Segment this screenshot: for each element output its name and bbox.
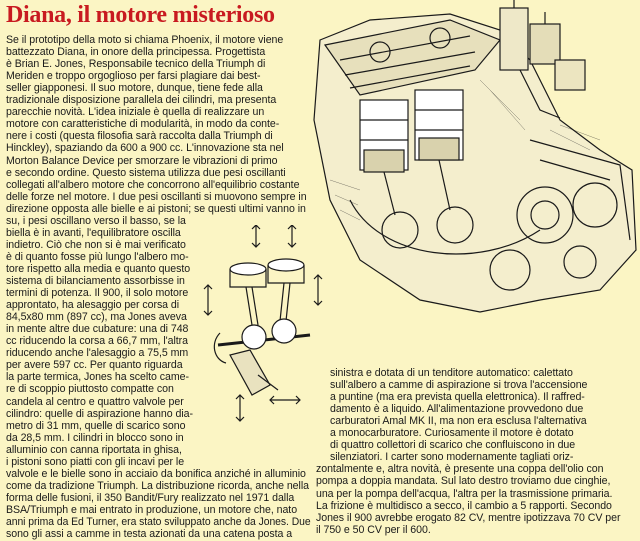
text-line: re di scoppio piuttosto compatte con	[6, 383, 174, 396]
text-line: è di quanto fosse più lungo l'albero mo-	[6, 250, 189, 263]
text-line: metro di 31 mm, quelle di scarico sono	[6, 419, 186, 432]
text-line: il 750 e 50 CV per il 600.	[316, 523, 431, 536]
text-line: termini di potenza. Il 900, il solo moto…	[6, 287, 189, 300]
text-line: Jones il 900 avrebbe erogato 82 CV, ment…	[316, 511, 621, 524]
text-line: anni prima da Ed Turner, era stato svilu…	[6, 516, 311, 528]
text-line: candela al centro e quattro valvole per	[6, 395, 184, 408]
text-line: alluminio con canna riportata in ghisa,	[6, 443, 182, 456]
text-line: cc riducendo la corsa a 66,7 mm, l'altra	[6, 335, 188, 348]
text-line: su, i pesi oscillano verso il basso, se …	[6, 214, 186, 227]
text-line: valvole e le bielle sono in acciaio da b…	[6, 467, 306, 480]
text-line: cilindro: quelle di aspirazione hanno di…	[6, 407, 193, 420]
text-line: a monocarburatore. Curiosamente il motor…	[330, 427, 574, 440]
text-line: tore rispetto alla media e quanto questo	[6, 262, 191, 275]
text-line: delle forze nel motore. I due pesi oscil…	[6, 190, 307, 203]
text-line: approntato, ha alesaggio per corsa di	[6, 299, 180, 312]
text-line: tradizionale disposizione parallela dei …	[6, 94, 277, 107]
text-line: Hinckley), spaziando da 600 a 900 cc. L'…	[6, 142, 284, 155]
text-line: collegati all'albero motore che concorro…	[6, 178, 300, 191]
text-line: i pistoni sono piatti con gli incavi per…	[6, 455, 185, 468]
text-line: sono gli assi a camme in testa azionati …	[6, 528, 293, 541]
text-line: direzione opposta alle bielle e ai pisto…	[6, 202, 306, 215]
text-line: è Brian E. Jones, Responsabile tecnico d…	[6, 58, 266, 71]
text-line: la parte termica, Jones ha scelto came-	[6, 371, 189, 384]
text-line: come da tradizione Triumph. La distribuz…	[6, 479, 309, 492]
text-line: Se il prototipo della moto si chiama Pho…	[6, 34, 284, 46]
text-line: nere i costi (questa filosofia sarà racc…	[6, 130, 273, 143]
text-line: sistema di bilanciamento assorbisse in	[6, 275, 185, 287]
text-line: di quattro collettori di scarico che con…	[330, 439, 576, 452]
text-line: per avere 597 cc. Per quanto riguarda	[6, 359, 183, 372]
text-line: damento è a liquido. All'alimentazione p…	[330, 403, 584, 416]
text-line: e secondo ordine. Questo sistema utilizz…	[6, 166, 286, 179]
text-line: da 28,5 mm. I cilindri in blocco sono in	[6, 431, 184, 444]
text-line: sull'albero a camme di aspirazione si tr…	[330, 379, 588, 392]
text-line: La frizione è multidisco a secco, il cam…	[316, 499, 612, 512]
text-line: battezzato Diana, in onore della princip…	[6, 46, 266, 59]
text-line: riducendo anche l'alesaggio a 75,5 mm	[6, 347, 189, 360]
text-line: Morton Balance Device per smorzare le vi…	[6, 154, 278, 167]
text-line: 84,5x80 mm (897 cc), ma Jones aveva	[6, 311, 187, 324]
text-line: pompa a doppia mandata. Sul lato destro …	[316, 475, 611, 488]
text-line: indietro. Ciò che non si è mai verificat…	[6, 238, 186, 251]
text-line: in mente altre due cubature: una di 748	[6, 323, 189, 336]
text-line: una per la pompa dell'acqua, l'altra per…	[316, 487, 613, 500]
text-line: a puntine (ma era prevista quella elettr…	[330, 391, 585, 404]
text-line: forma delle fusioni, il 350 Bandit/Fury …	[6, 491, 295, 504]
text-line: parecchie novità. L'idea iniziale è quel…	[6, 106, 265, 119]
text-line: silenziatori. I carter sono modernamente…	[330, 451, 574, 464]
text-line: carburatori Amal MK II, ma non era esclu…	[330, 415, 587, 428]
crankshaft-pistons-illustration	[203, 225, 323, 422]
text-line: Meriden e troppo orgoglioso per farsi pl…	[6, 70, 261, 83]
article-title: Diana, il motore misterioso	[6, 2, 275, 28]
text-line: motore con caratteristiche di modularità…	[6, 118, 280, 131]
text-line: BSA/Triumph e mai entrato in produzione,…	[6, 503, 298, 516]
engine-cutaway-illustration	[313, 0, 637, 313]
text-line: zontalmente e, altra novità, è presente …	[316, 463, 604, 476]
text-line: seller giapponesi. Il suo motore, dunque…	[6, 82, 263, 95]
text-line: biella è in avanti, l'equilibratore osci…	[6, 226, 181, 239]
text-line: sinistra e dotata di un tenditore automa…	[330, 367, 573, 379]
